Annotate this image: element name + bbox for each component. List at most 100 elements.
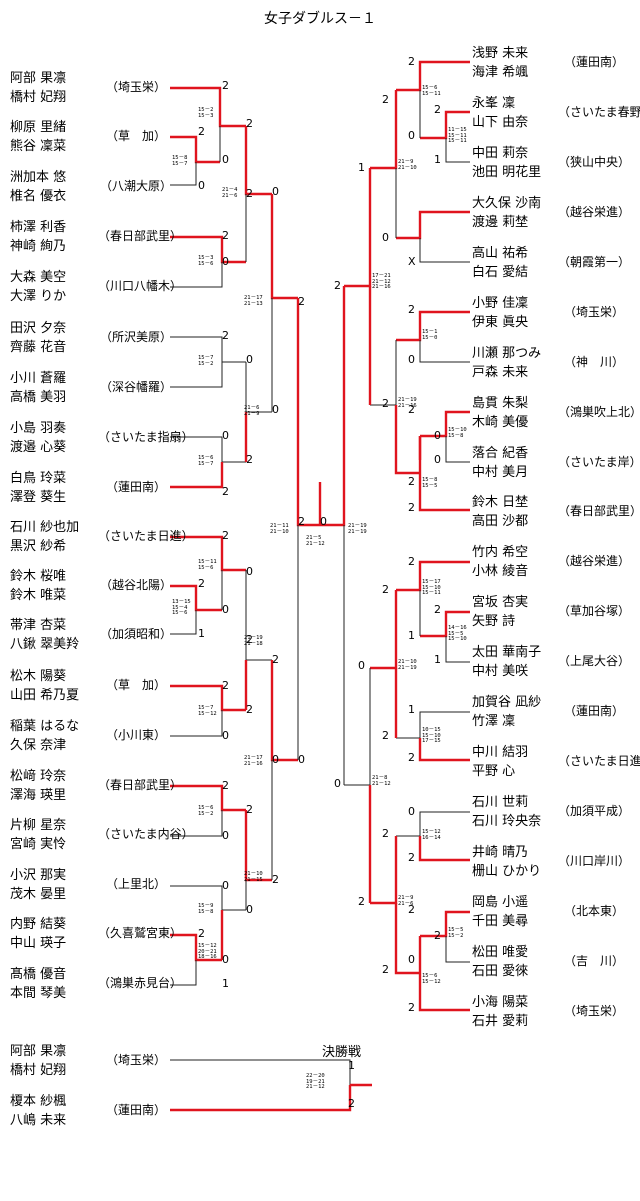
set-score-line: 21－17: [244, 755, 263, 761]
school-name: （埼玉栄）: [563, 305, 624, 319]
school-name: （吉 川）: [563, 954, 624, 968]
school-name: （鴻巣吹上北）: [558, 405, 640, 419]
player-name: 渡邊 莉埜: [472, 215, 529, 230]
player-name: 永峯 凜: [472, 96, 516, 111]
player-name: 阿部 果凛: [10, 1044, 67, 1059]
school-name: （さいたま日進）: [98, 529, 194, 543]
game-score: 0: [272, 403, 279, 416]
right-entry: 高山 祐希白石 愛結（朝霞第一）: [472, 244, 630, 282]
game-score: 0: [408, 353, 415, 366]
player-name: 石川 世莉: [472, 795, 529, 810]
set-score-line: 15－1: [422, 329, 438, 335]
set-score-line: 15－8: [172, 155, 188, 161]
player-name: 大久保 沙南: [472, 196, 542, 211]
right-entry: 落合 紀香中村 美月（さいたま岸）: [472, 444, 640, 482]
school-name: （深谷幡羅）: [99, 380, 172, 394]
bracket-line: [170, 1059, 370, 1086]
left-entry: 帯津 杏菜八鍬 翠美羚（加須昭和）: [10, 616, 172, 654]
school-name: （八潮大原）: [99, 179, 172, 193]
set-score-line: 15－0: [422, 334, 438, 341]
bracket-line-winner: [270, 194, 298, 300]
set-score-line: 15－11: [422, 590, 441, 597]
bracket-line: [170, 362, 223, 388]
set-score-line: 15－12: [198, 710, 217, 717]
set-score-line: 15－11: [198, 559, 217, 565]
bracket-line: [445, 138, 470, 163]
player-name: 加賀谷 凪紗: [472, 695, 542, 710]
player-name: 八鍬 翠美羚: [10, 637, 80, 652]
game-score: 2: [298, 515, 305, 528]
set-score-line: 21－18: [244, 640, 263, 647]
player-name: 高山 祐希: [472, 246, 529, 261]
left-entry: 髙橋 優音本間 琴美（鴻巣赤見台）: [10, 965, 182, 1003]
player-name: 齊藤 花音: [10, 340, 67, 355]
player-name: 橋村 妃翔: [10, 1063, 67, 1078]
player-name: 小川 蒼羅: [10, 371, 67, 386]
set-score-line: 21－12: [306, 1084, 325, 1091]
page-title: 女子ダブルス－１: [264, 11, 376, 27]
game-score: 0: [408, 953, 415, 966]
set-score-line: 16－14: [422, 834, 441, 841]
school-name: （埼玉栄）: [105, 1053, 166, 1067]
right-entry: 永峯 凜山下 由奈（さいたま春野）: [472, 94, 640, 132]
right-entry: 鈴木 日埜高田 沙都（春日部武里）: [472, 493, 640, 531]
set-score-line: 15－5: [448, 630, 464, 637]
game-score: 1: [358, 161, 365, 174]
bracket-line: [170, 885, 246, 911]
player-name: 石井 愛莉: [472, 1014, 529, 1029]
game-score: 1: [222, 977, 229, 990]
player-name: 宮崎 実怜: [10, 837, 67, 852]
bracket-line-winner: [420, 110, 470, 140]
bracket-line: [170, 710, 223, 737]
player-name: 榎本 紗楓: [10, 1094, 67, 1109]
set-score-line: 21－19: [348, 523, 367, 529]
player-name: 鈴木 日埜: [472, 495, 529, 510]
school-name: （鴻巣赤見台）: [98, 976, 183, 990]
set-score-line: 15－11: [448, 132, 467, 139]
set-score-line: 21－19: [398, 664, 417, 671]
school-name: （加須昭和）: [99, 627, 172, 641]
player-name: 本間 琴美: [10, 986, 67, 1001]
left-entry: 内野 結葵中山 瑛子（久喜鷲宮東）: [10, 915, 182, 953]
bracket-line: [170, 162, 197, 186]
school-name: （埼玉栄）: [105, 80, 166, 94]
right-entry: 小海 陽菜石井 愛莉（埼玉栄）: [472, 993, 624, 1031]
bracket-line: [344, 668, 371, 786]
school-name: （蓮田南）: [105, 1103, 166, 1117]
bracket-line-winner: [170, 684, 246, 712]
game-score: 0: [382, 231, 389, 244]
set-score-line: 15－6: [198, 805, 214, 811]
school-name: （さいたま指扇）: [98, 430, 194, 444]
school-name: （蓮田南）: [563, 55, 624, 69]
set-score-line: 22－20: [306, 1073, 325, 1079]
player-name: 平野 心: [472, 764, 516, 779]
game-score: 1: [434, 653, 441, 666]
bracket-line-winner: [170, 1085, 352, 1112]
player-name: 八嶋 未来: [10, 1113, 67, 1128]
game-score: 2: [348, 1097, 355, 1110]
right-entry: 小野 佳凜伊東 眞央（埼玉栄）: [472, 294, 624, 332]
set-score-line: 15－6: [172, 610, 188, 617]
right-entry: 加賀谷 凪紗竹澤 凜（蓮田南）: [472, 693, 624, 731]
set-score-line: 21－16: [372, 284, 391, 291]
player-name: 戸森 未来: [472, 365, 529, 380]
bracket-line: [170, 262, 223, 288]
player-name: 太田 華南子: [472, 645, 542, 660]
school-name: （北本東）: [563, 904, 624, 918]
bracket-line-winner: [244, 126, 272, 196]
set-score-line: 15－4: [172, 604, 188, 611]
player-name: 洲加本 悠: [10, 170, 67, 185]
bracket-line-winner: [396, 310, 470, 342]
bracket-line: [419, 340, 470, 363]
